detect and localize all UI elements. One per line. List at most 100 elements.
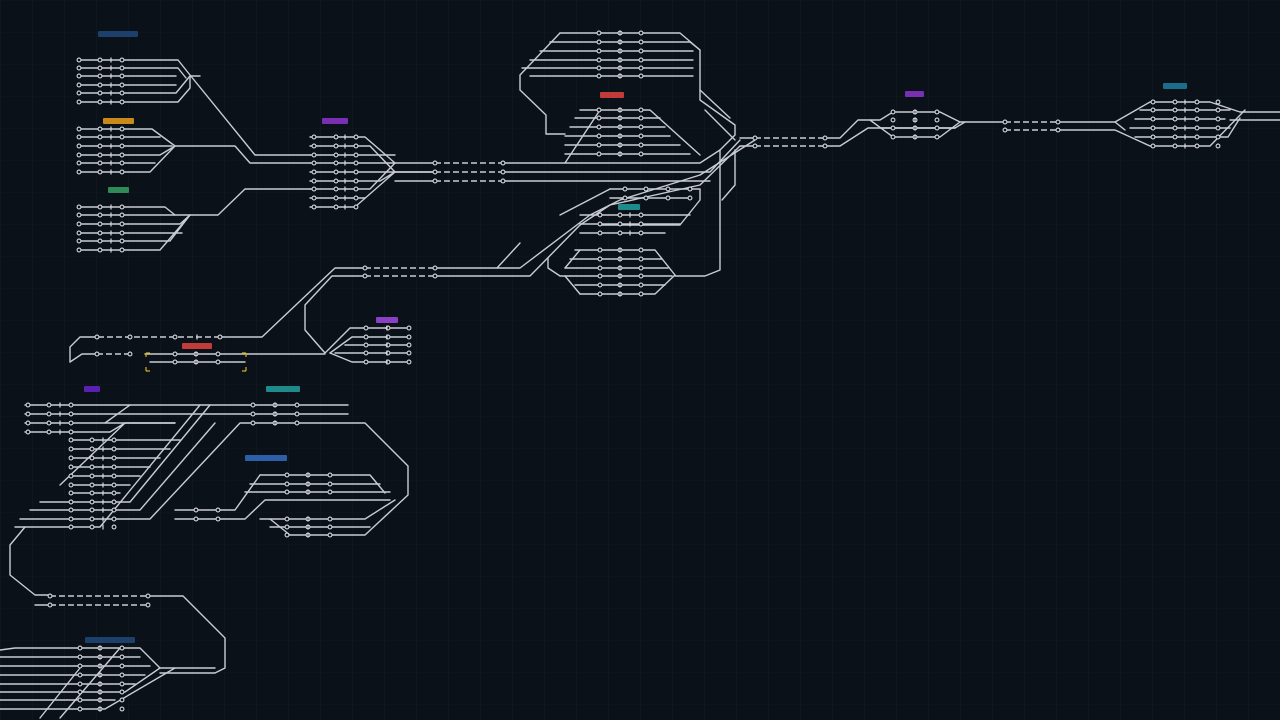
signal-marker[interactable] xyxy=(353,178,359,184)
signal-marker[interactable] xyxy=(76,126,82,132)
signal-marker[interactable] xyxy=(68,516,74,522)
signal-marker[interactable] xyxy=(333,204,339,210)
signal-marker[interactable] xyxy=(311,160,317,166)
signal-marker[interactable] xyxy=(94,334,100,340)
signal-marker[interactable] xyxy=(294,402,300,408)
signal-marker[interactable] xyxy=(119,238,125,244)
signal-marker[interactable] xyxy=(597,291,603,297)
signal-marker[interactable] xyxy=(215,351,221,357)
station-tag-10[interactable] xyxy=(182,343,212,349)
signal-marker[interactable] xyxy=(46,429,52,435)
signal-marker[interactable] xyxy=(1002,127,1008,133)
signal-marker[interactable] xyxy=(97,169,103,175)
signal-marker[interactable] xyxy=(193,516,199,522)
signal-marker[interactable] xyxy=(119,663,125,669)
signal-marker[interactable] xyxy=(215,507,221,513)
signal-marker[interactable] xyxy=(47,593,53,599)
signal-marker[interactable] xyxy=(76,143,82,149)
signal-marker[interactable] xyxy=(68,411,74,417)
station-tag-6[interactable] xyxy=(905,91,924,97)
signal-marker[interactable] xyxy=(193,507,199,513)
signal-marker[interactable] xyxy=(68,482,74,488)
signal-marker[interactable] xyxy=(294,420,300,426)
station-tag-9[interactable] xyxy=(376,317,398,323)
station-tag-8[interactable] xyxy=(618,204,640,210)
signal-marker[interactable] xyxy=(89,473,95,479)
signal-marker[interactable] xyxy=(68,437,74,443)
signal-marker[interactable] xyxy=(119,73,125,79)
signal-marker[interactable] xyxy=(596,133,602,139)
signal-marker[interactable] xyxy=(597,273,603,279)
signal-marker[interactable] xyxy=(333,186,339,192)
signal-marker[interactable] xyxy=(46,411,52,417)
signal-marker[interactable] xyxy=(97,82,103,88)
signal-marker[interactable] xyxy=(1194,116,1200,122)
signal-marker[interactable] xyxy=(406,359,412,365)
signal-marker[interactable] xyxy=(77,645,83,651)
signal-marker[interactable] xyxy=(1215,99,1221,105)
station-center-left[interactable] xyxy=(309,136,741,208)
signal-marker[interactable] xyxy=(77,663,83,669)
signal-marker[interactable] xyxy=(119,689,125,695)
signal-marker[interactable] xyxy=(327,481,333,487)
signal-marker[interactable] xyxy=(406,334,412,340)
signal-marker[interactable] xyxy=(617,230,623,236)
signal-marker[interactable] xyxy=(327,489,333,495)
signal-marker[interactable] xyxy=(97,204,103,210)
signal-marker[interactable] xyxy=(597,265,603,271)
signal-marker[interactable] xyxy=(97,90,103,96)
station-tag-5[interactable] xyxy=(600,92,624,98)
signal-marker[interactable] xyxy=(97,152,103,158)
signal-marker[interactable] xyxy=(89,455,95,461)
signal-marker[interactable] xyxy=(333,143,339,149)
signal-marker[interactable] xyxy=(596,142,602,148)
signal-marker[interactable] xyxy=(597,256,603,262)
signal-marker[interactable] xyxy=(119,681,125,687)
signal-marker[interactable] xyxy=(89,516,95,522)
signal-marker[interactable] xyxy=(284,489,290,495)
signal-marker[interactable] xyxy=(363,350,369,356)
signal-marker[interactable] xyxy=(353,160,359,166)
signal-marker[interactable] xyxy=(1172,134,1178,140)
signal-marker[interactable] xyxy=(111,473,117,479)
signal-marker[interactable] xyxy=(111,464,117,470)
signal-marker[interactable] xyxy=(68,429,74,435)
signal-marker[interactable] xyxy=(406,350,412,356)
yard-bottom-left[interactable] xyxy=(0,404,409,719)
signal-marker[interactable] xyxy=(89,490,95,496)
signal-marker[interactable] xyxy=(89,437,95,443)
signal-marker[interactable] xyxy=(333,152,339,158)
signal-marker[interactable] xyxy=(76,247,82,253)
signal-marker[interactable] xyxy=(76,212,82,218)
signal-marker[interactable] xyxy=(822,143,828,149)
signal-marker[interactable] xyxy=(119,230,125,236)
signal-marker[interactable] xyxy=(68,446,74,452)
signal-marker[interactable] xyxy=(597,221,603,227)
signal-marker[interactable] xyxy=(890,109,896,115)
signal-marker[interactable] xyxy=(1150,134,1156,140)
signal-marker[interactable] xyxy=(432,273,438,279)
signal-marker[interactable] xyxy=(111,507,117,513)
signal-marker[interactable] xyxy=(596,115,602,121)
signal-marker[interactable] xyxy=(89,524,95,530)
signal-marker[interactable] xyxy=(638,291,644,297)
signal-marker[interactable] xyxy=(1172,125,1178,131)
signal-marker[interactable] xyxy=(596,151,602,157)
signal-marker[interactable] xyxy=(119,212,125,218)
signal-marker[interactable] xyxy=(119,221,125,227)
signal-marker[interactable] xyxy=(934,109,940,115)
station-tag-12[interactable] xyxy=(266,386,300,392)
signal-marker[interactable] xyxy=(638,30,644,36)
signal-marker[interactable] xyxy=(1194,143,1200,149)
signal-marker[interactable] xyxy=(643,195,649,201)
signal-marker[interactable] xyxy=(172,359,178,365)
signal-marker[interactable] xyxy=(362,265,368,271)
signal-marker[interactable] xyxy=(665,186,671,192)
signal-marker[interactable] xyxy=(363,334,369,340)
station-tag-13[interactable] xyxy=(245,455,287,461)
signal-marker[interactable] xyxy=(97,160,103,166)
signal-marker[interactable] xyxy=(638,57,644,63)
signal-marker[interactable] xyxy=(89,499,95,505)
signal-marker[interactable] xyxy=(111,437,117,443)
